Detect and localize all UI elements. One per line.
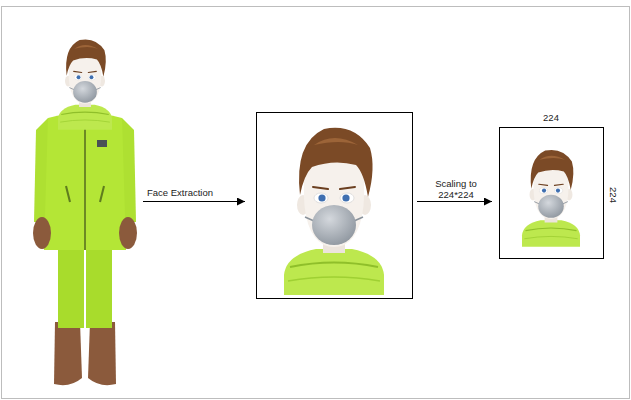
dimension-label: 224 — [543, 112, 559, 123]
image-frame — [257, 113, 413, 299]
jacket-pocket — [100, 186, 104, 202]
jacket-badge — [97, 140, 107, 147]
avatar-face — [58, 39, 112, 129]
avatar-glove — [33, 217, 51, 249]
avatar-glove — [119, 217, 137, 249]
step-label: Face Extraction — [147, 187, 213, 198]
avatar-boot — [54, 322, 82, 385]
step-label: Scaling to 224*224 — [429, 178, 483, 200]
avatar-boot — [88, 322, 116, 385]
process-arrow — [417, 201, 492, 202]
page-frame — [2, 7, 630, 399]
process-arrow — [143, 201, 245, 202]
extracted-face — [284, 128, 384, 295]
dimension-label: 224 — [608, 187, 619, 203]
avatar-jacket — [44, 113, 126, 250]
jacket-pocket — [66, 186, 70, 202]
jacket-zipper — [84, 118, 86, 250]
full-body-avatar — [33, 39, 137, 385]
scaled-face — [522, 150, 580, 247]
image-frame — [500, 128, 604, 259]
